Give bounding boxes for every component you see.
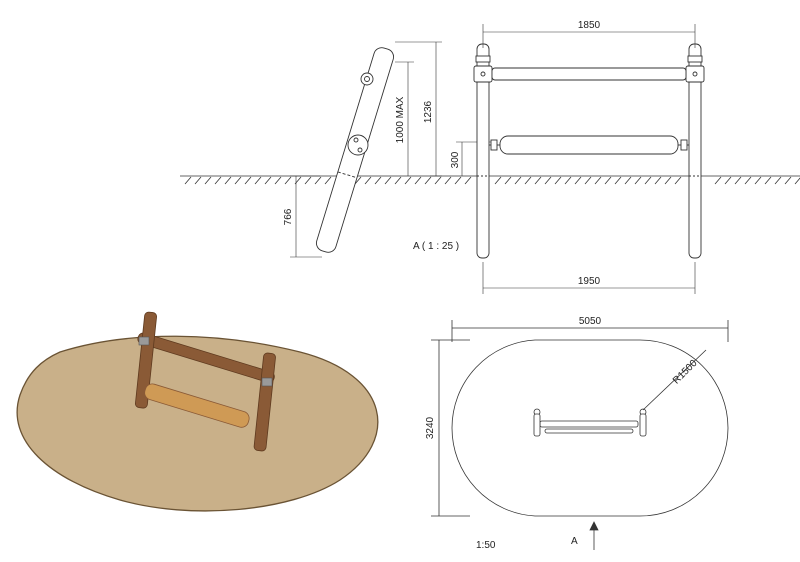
hatch-stroke bbox=[634, 176, 642, 185]
hatch-stroke bbox=[524, 176, 532, 185]
hatch-stroke bbox=[354, 176, 362, 185]
hatch-stroke bbox=[414, 176, 422, 185]
hatch-stroke bbox=[284, 176, 292, 185]
hatch-stroke bbox=[724, 176, 732, 185]
iso-roller bbox=[144, 383, 250, 428]
hatch-stroke bbox=[434, 176, 442, 185]
hatch-stroke bbox=[394, 176, 402, 185]
hatch-stroke bbox=[444, 176, 452, 185]
hatch-stroke bbox=[614, 176, 622, 185]
hatch-stroke bbox=[564, 176, 572, 185]
hatch-stroke bbox=[314, 176, 322, 185]
front-roller bbox=[499, 135, 679, 155]
dim-top-width: 1850 bbox=[578, 20, 601, 31]
hatch-stroke bbox=[544, 176, 552, 185]
iso-ground-surface bbox=[16, 335, 379, 512]
hatch-stroke bbox=[734, 176, 742, 185]
iso-top-bar bbox=[137, 332, 275, 383]
hatch-stroke bbox=[324, 176, 332, 185]
dim-area-height: 3240 bbox=[425, 416, 436, 439]
dim-bottom-width: 1950 bbox=[578, 276, 601, 287]
hatch-stroke bbox=[664, 176, 672, 185]
hatch-stroke bbox=[464, 176, 472, 185]
hatch-stroke bbox=[374, 176, 382, 185]
hatch-stroke bbox=[214, 176, 222, 185]
hatch-stroke bbox=[584, 176, 592, 185]
side-mid-plate bbox=[347, 134, 369, 156]
iso-post-right bbox=[253, 352, 276, 452]
plan-scale-label: 1:50 bbox=[476, 540, 496, 551]
hatch-stroke bbox=[504, 176, 512, 185]
hatch-stroke bbox=[274, 176, 282, 185]
hatch-stroke bbox=[384, 176, 392, 185]
side-view bbox=[315, 47, 395, 253]
dim-height-total: 1236 bbox=[423, 100, 434, 123]
front-dimensions bbox=[482, 24, 696, 294]
hatch-stroke bbox=[754, 176, 762, 185]
plan-equipment bbox=[533, 408, 647, 437]
hatch-stroke bbox=[264, 176, 272, 185]
plan-view bbox=[431, 320, 729, 550]
view-a-label: A ( 1 : 25 ) bbox=[413, 241, 459, 252]
dim-area-width: 5050 bbox=[579, 316, 602, 327]
dim-radius: R1500 bbox=[671, 358, 700, 387]
view-arrow-label: A bbox=[571, 536, 578, 547]
hatch-stroke bbox=[534, 176, 542, 185]
hatch-stroke bbox=[224, 176, 232, 185]
hatch-stroke bbox=[244, 176, 252, 185]
hatch-stroke bbox=[714, 176, 722, 185]
plan-area-outline bbox=[451, 339, 729, 517]
hatch-stroke bbox=[744, 176, 752, 185]
hatch-stroke bbox=[554, 176, 562, 185]
hatch-stroke bbox=[204, 176, 212, 185]
hatch-stroke bbox=[774, 176, 782, 185]
hatch-stroke bbox=[184, 176, 192, 185]
hatch-stroke bbox=[594, 176, 602, 185]
hatch-stroke bbox=[494, 176, 502, 185]
hatch-stroke bbox=[604, 176, 612, 185]
dim-height-max: 1000 MAX bbox=[395, 96, 406, 143]
hatch-stroke bbox=[454, 176, 462, 185]
hatch-stroke bbox=[764, 176, 772, 185]
hatch-stroke bbox=[784, 176, 792, 185]
dim-roller-offset: 300 bbox=[450, 151, 461, 168]
ground-hatching bbox=[184, 176, 800, 185]
hatch-stroke bbox=[424, 176, 432, 185]
hatch-stroke bbox=[624, 176, 632, 185]
hatch-stroke bbox=[194, 176, 202, 185]
hatch-stroke bbox=[404, 176, 412, 185]
iso-view bbox=[16, 311, 379, 512]
hatch-stroke bbox=[234, 176, 242, 185]
front-view bbox=[473, 43, 705, 259]
hatch-stroke bbox=[644, 176, 652, 185]
hatch-stroke bbox=[794, 177, 800, 185]
hatch-stroke bbox=[514, 176, 522, 185]
hatch-stroke bbox=[364, 176, 372, 185]
hatch-stroke bbox=[254, 176, 262, 185]
front-top-bar bbox=[491, 67, 687, 81]
dim-depth: 766 bbox=[283, 208, 294, 225]
hatch-stroke bbox=[654, 176, 662, 185]
iso-post-left bbox=[135, 311, 157, 409]
hatch-stroke bbox=[304, 176, 312, 185]
hatch-stroke bbox=[674, 176, 682, 185]
side-dimensions bbox=[290, 41, 495, 258]
ground-line bbox=[180, 175, 800, 185]
hatch-stroke bbox=[574, 176, 582, 185]
